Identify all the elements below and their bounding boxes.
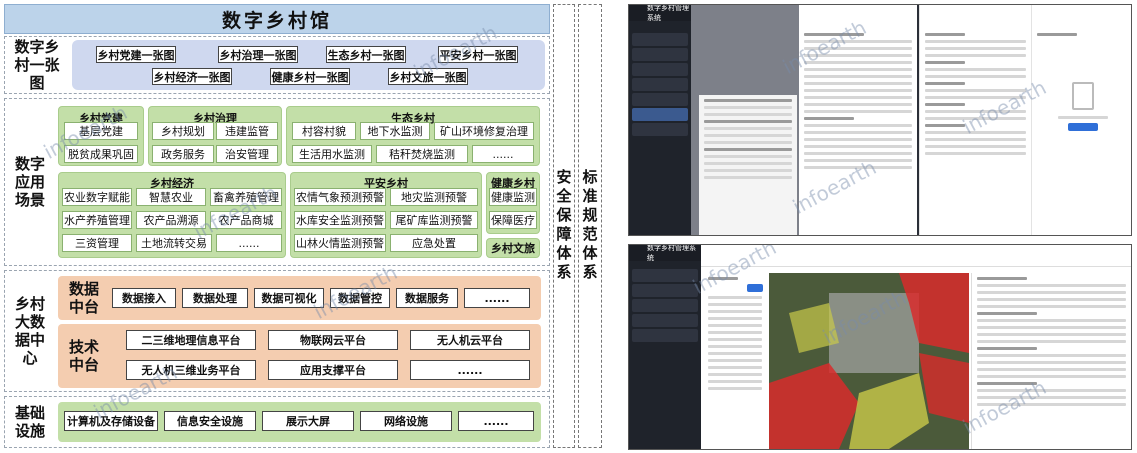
- data-platform-item: 数据管控: [330, 288, 390, 308]
- scenario-item: 政务服务: [152, 145, 214, 163]
- architecture-diagram: 数字乡村馆 数字乡村一张图 乡村党建一张图 乡村治理一张图 生态乡村一张图 平安…: [4, 4, 602, 448]
- scenario-item: 保障医疗: [489, 211, 537, 229]
- overview-item: 乡村经济一张图: [152, 68, 232, 85]
- section-overview-label: 数字乡村一张图: [14, 38, 60, 92]
- scenario-item: 村容村貌: [292, 122, 356, 140]
- data-platform-label: 数据中台: [68, 280, 99, 316]
- scenario-item: 尾矿库监测预警: [390, 211, 478, 229]
- tech-platform-item: 无人机云平台: [410, 330, 530, 350]
- scenario-item: 农业数字赋能: [62, 188, 132, 206]
- scenario-item: 秸秆焚烧监测: [376, 145, 468, 163]
- screenshot-map-system: 数字乡村管理系统 infoearth infoearth infoearth: [628, 244, 1132, 450]
- standards-system-label: 标准规范体系: [580, 169, 599, 283]
- scenario-item: 水产养殖管理: [62, 211, 132, 229]
- infrastructure-item: 网络设施: [360, 411, 452, 431]
- scenario-item: 脱贫成果巩固: [64, 145, 138, 163]
- scenario-item: 三资管理: [62, 234, 132, 252]
- scenario-item: 生活用水监测: [292, 145, 372, 163]
- scenario-item: 智慧农业: [136, 188, 206, 206]
- section-scenarios-label: 数字应用场景: [14, 155, 45, 209]
- scenario-item: 矿山环境修复治理: [434, 122, 534, 140]
- overview-item: 平安乡村一张图: [438, 46, 518, 63]
- group-party-title: 乡村党建: [79, 112, 123, 125]
- scenario-item: 农产品商城: [210, 211, 282, 229]
- infrastructure-item: 展示大屏: [262, 411, 354, 431]
- infrastructure-item: 计算机及存储设备: [64, 411, 158, 431]
- standards-system-band: 标准规范体系: [578, 4, 602, 448]
- map-result-list: [971, 273, 1131, 449]
- scenario-item: 土地流转交易: [136, 234, 212, 252]
- map-region-tree: [703, 273, 767, 449]
- tech-platform-item: 物联网云平台: [268, 330, 398, 350]
- section-bigdata: [4, 270, 550, 392]
- scenario-item: 乡村规划: [152, 122, 214, 140]
- infrastructure-item: 信息安全设施: [164, 411, 256, 431]
- section-scenarios: [4, 98, 550, 266]
- screenshot-task-system: 数字乡村管理系统 infoearth infoearth infoearth: [628, 4, 1132, 236]
- security-system-label: 安全保障体系: [554, 169, 573, 283]
- tech-platform-item: ......: [410, 360, 530, 380]
- section-bigdata-label: 乡村大数据中心: [14, 295, 45, 367]
- group-safety-title: 平安乡村: [364, 177, 408, 190]
- scenario-item: 农情气象预测预警: [294, 188, 386, 206]
- scenario-item: 治安管理: [216, 145, 278, 163]
- group-culture: 乡村文旅: [486, 238, 540, 258]
- group-health-title: 健康乡村: [491, 177, 535, 190]
- screenshot-app-title: 数字乡村管理系统: [629, 5, 691, 22]
- tech-platform-item: 无人机三维业务平台: [126, 360, 256, 380]
- scenario-item: 畜禽养殖管理: [210, 188, 282, 206]
- scenario-item: 违建监管: [216, 122, 278, 140]
- task-detail-panel: [799, 5, 917, 235]
- tech-platform-item: 应用支撑平台: [268, 360, 398, 380]
- overview-item: 乡村治理一张图: [218, 46, 298, 63]
- infrastructure-item: ......: [458, 411, 534, 431]
- section-infrastructure: [4, 396, 550, 448]
- group-ecology-title: 生态乡村: [391, 112, 435, 125]
- scenario-item: 应急处置: [390, 234, 478, 252]
- tech-platform-label: 技术中台: [68, 338, 99, 374]
- group-governance-title: 乡村治理: [193, 112, 237, 125]
- scenario-item: 基层党建: [64, 122, 138, 140]
- group-culture-title: 乡村文旅: [491, 242, 535, 255]
- scenario-item: 健康监测: [489, 188, 537, 206]
- data-platform-item: 数据接入: [112, 288, 176, 308]
- scenario-item: 农产品溯源: [136, 211, 206, 229]
- overview-item: 健康乡村一张图: [270, 68, 350, 85]
- section-infrastructure-label: 基础设施: [14, 404, 45, 440]
- screenshot-app-title: 数字乡村管理系统: [629, 245, 701, 262]
- screenshot-sidebar: [629, 5, 691, 235]
- task-attachment-panel: [1031, 5, 1131, 235]
- overview-item: 乡村文旅一张图: [388, 68, 468, 85]
- group-economy-title: 乡村经济: [150, 177, 194, 190]
- overview-item: 生态乡村一张图: [326, 46, 406, 63]
- screenshot-sidebar: [629, 245, 701, 449]
- scenario-item: ......: [216, 234, 282, 252]
- scenario-item: 水库安全监测预警: [294, 211, 386, 229]
- overview-item: 乡村党建一张图: [96, 46, 176, 63]
- data-platform-item: ......: [464, 288, 530, 308]
- tech-platform-item: 二三维地理信息平台: [126, 330, 256, 350]
- task-timeline-panel: [919, 5, 1031, 235]
- data-platform-item: 数据可视化: [254, 288, 324, 308]
- security-system-band: 安全保障体系: [553, 4, 575, 448]
- data-platform-item: 数据处理: [182, 288, 248, 308]
- scenario-item: 地下水监测: [360, 122, 430, 140]
- scenario-item: 地灾监测预警: [390, 188, 478, 206]
- scenario-item: ......: [472, 145, 534, 163]
- section-overview: [4, 36, 550, 94]
- data-platform-item: 数据服务: [396, 288, 458, 308]
- satellite-map[interactable]: [769, 273, 969, 449]
- scenario-item: 山林火情监测预警: [294, 234, 386, 252]
- diagram-title: 数字乡村馆: [4, 4, 550, 34]
